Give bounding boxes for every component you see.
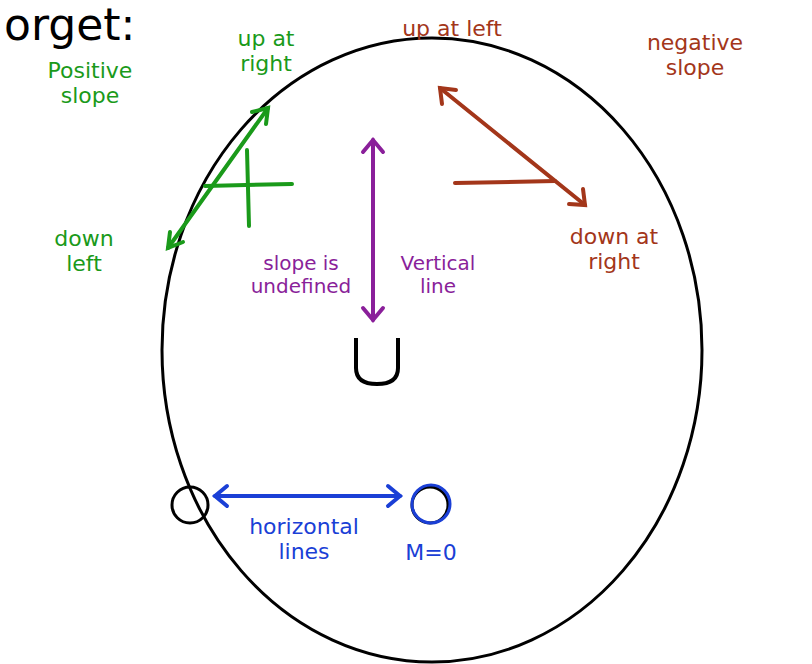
positive-slope-group — [168, 108, 292, 248]
slope-note: slope is undefined — [236, 252, 366, 298]
arrow-head — [215, 486, 227, 506]
face-outline — [162, 38, 702, 662]
arrow-head — [569, 189, 585, 205]
arrow-head — [440, 88, 456, 104]
mouth-shape — [356, 338, 398, 384]
direction-note: down left — [36, 226, 132, 277]
eye-circle — [172, 487, 208, 523]
horizontal-line-group — [215, 486, 400, 506]
arrow-head — [168, 232, 183, 248]
direction-note: down at right — [560, 224, 668, 275]
slope-note: negative slope — [620, 30, 770, 81]
plus-sign — [247, 150, 249, 226]
direction-note: up at right — [216, 26, 316, 77]
line-note: horizontal lines — [226, 514, 382, 565]
vertical-line-group — [363, 140, 383, 320]
slope-arrow — [440, 88, 585, 205]
horizontal-arrow — [215, 494, 400, 498]
eye-circle — [412, 485, 450, 523]
slope-arrow — [168, 108, 268, 248]
line-note: Vertical line — [382, 252, 494, 298]
slope-note: Positive slope — [28, 58, 152, 109]
arrow-head — [363, 308, 383, 320]
direction-note: up at left — [398, 16, 506, 41]
negative-slope-group — [440, 88, 585, 205]
arrow-head — [252, 108, 268, 124]
heading-fragment: orget: — [4, 0, 164, 51]
slope-value: M=0 — [386, 540, 476, 565]
minus-sign — [455, 181, 555, 183]
arrow-head — [388, 486, 400, 506]
arrow-head — [363, 140, 383, 152]
vertical-arrow — [371, 140, 375, 320]
